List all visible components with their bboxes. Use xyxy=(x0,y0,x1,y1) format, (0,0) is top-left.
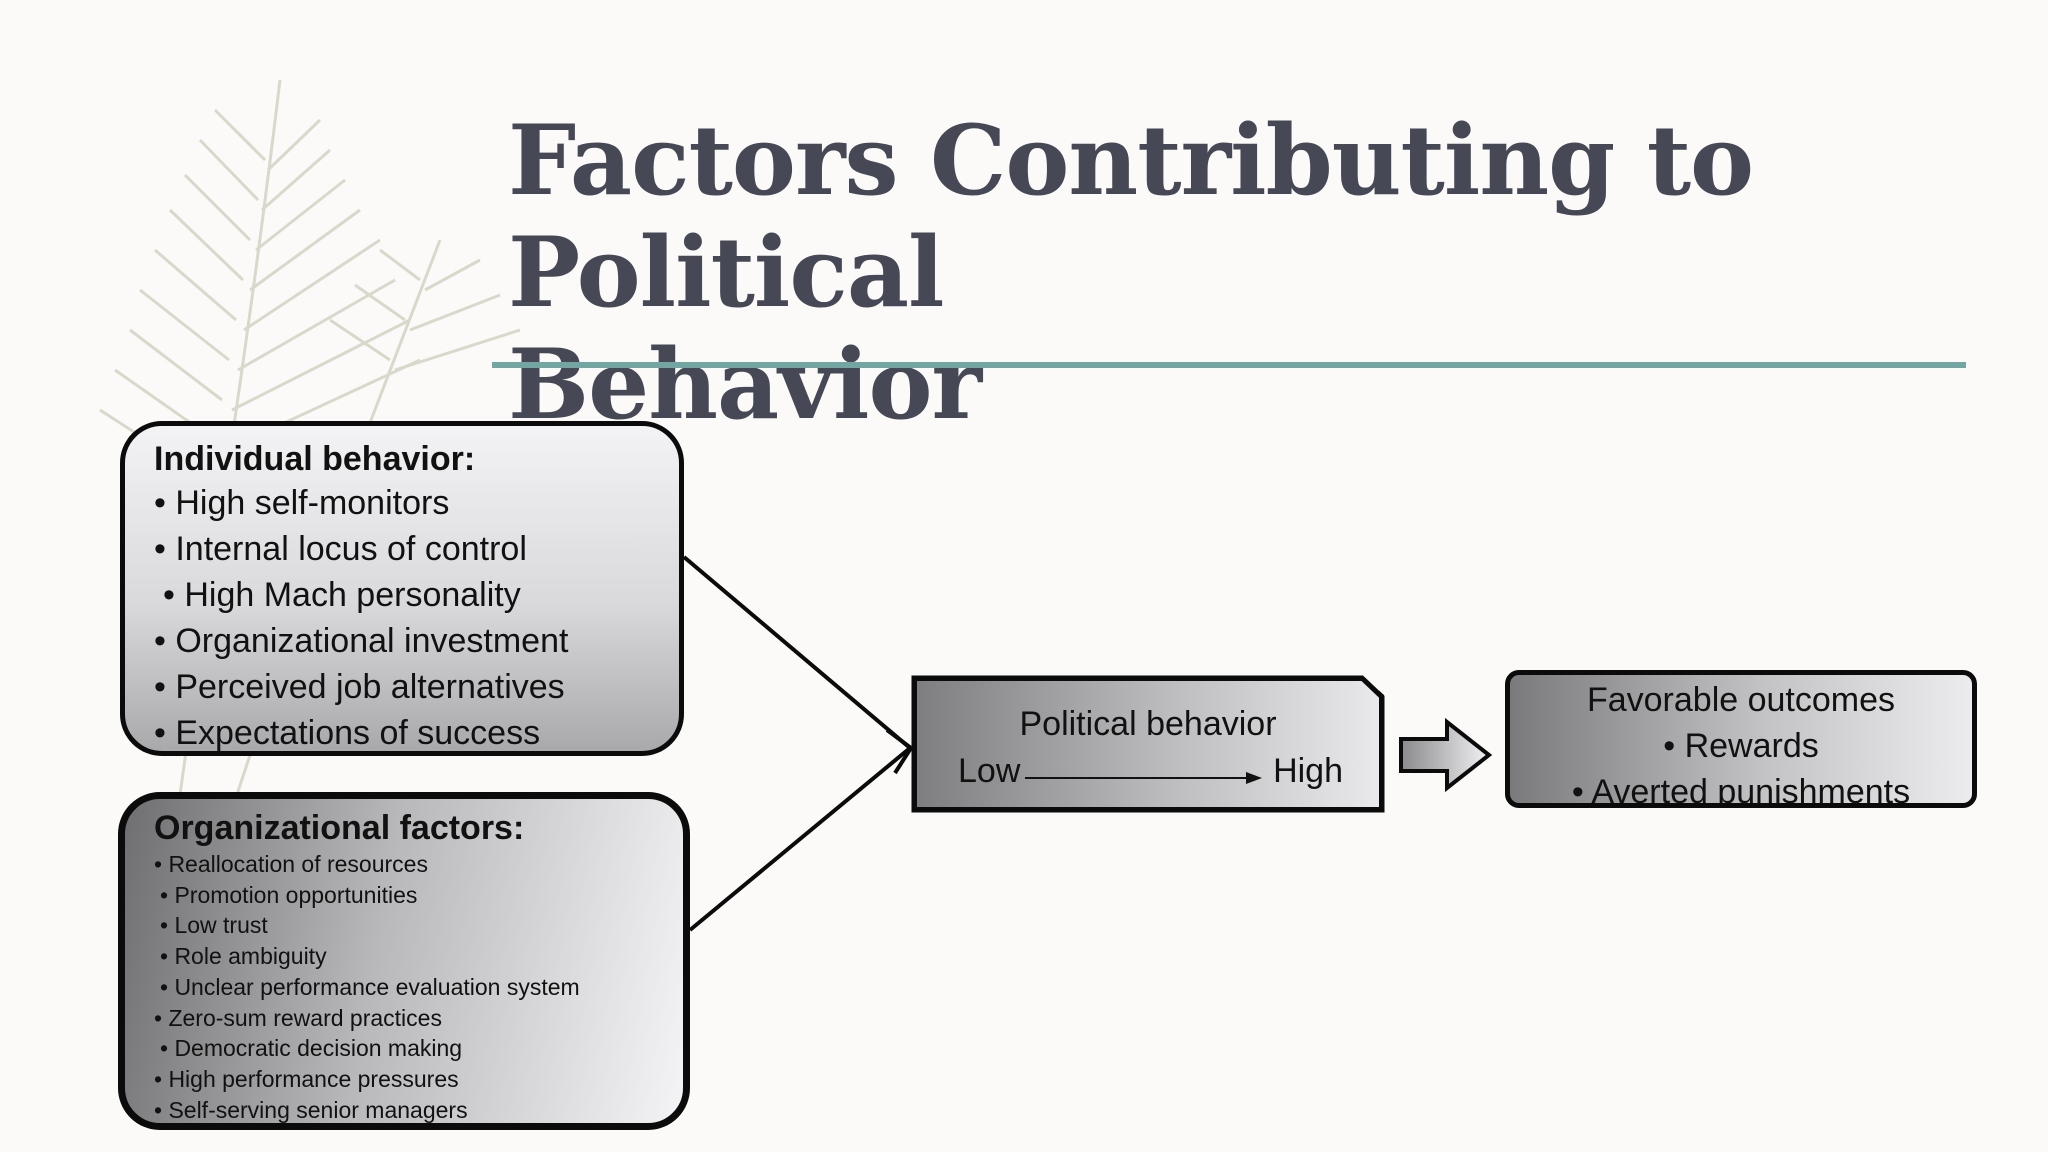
favorable-outcomes-box: Favorable outcomes • Rewards • Averted p… xyxy=(1505,670,1977,808)
scale-low-label: Low xyxy=(958,752,1021,790)
organizational-item: • Unclear performance evaluation system xyxy=(160,973,580,1000)
outcomes-item: • Averted punishments xyxy=(1571,773,1911,808)
political-title: Political behavior xyxy=(1019,705,1277,743)
organizational-item: • Self-serving senior managers xyxy=(154,1096,468,1123)
individual-item: • Perceived job alternatives xyxy=(154,668,565,706)
individual-item: • Organizational investment xyxy=(154,622,569,660)
title-divider xyxy=(492,362,1966,368)
organizational-item: • Low trust xyxy=(160,912,268,939)
page-title: Factors Contributing to Political Behavi… xyxy=(508,105,1988,441)
organizational-item: • Promotion opportunities xyxy=(160,881,418,908)
outcomes-title: Favorable outcomes xyxy=(1586,681,1896,719)
individual-item: • High Mach personality xyxy=(163,576,521,614)
organizational-item: • Reallocation of resources xyxy=(154,851,428,877)
organizational-heading: Organizational factors: xyxy=(154,809,525,847)
outcomes-item: • Rewards xyxy=(1663,727,1819,765)
scale-high-label: High xyxy=(1273,752,1343,790)
arrow-individual-to-political xyxy=(682,555,912,750)
individual-behavior-box: Individual behavior: • High self-monitor… xyxy=(120,421,684,756)
arrow-organizational-to-political xyxy=(688,746,912,932)
block-arrow-icon xyxy=(1399,717,1493,793)
organizational-item: • Democratic decision making xyxy=(160,1035,463,1062)
organizational-item: • Zero-sum reward practices xyxy=(154,1004,442,1031)
organizational-factors-box: Organizational factors: • Reallocation o… xyxy=(118,792,690,1130)
individual-item: • Expectations of success xyxy=(154,714,541,752)
individual-item: • High self-monitors xyxy=(154,484,450,522)
organizational-item: • Role ambiguity xyxy=(160,943,327,970)
scale-arrow-head-icon xyxy=(1246,772,1262,784)
individual-heading: Individual behavior: xyxy=(154,440,476,478)
individual-item: • Internal locus of control xyxy=(154,530,527,568)
title-line-1: Factors Contributing to Political xyxy=(508,104,1754,329)
organizational-item: • High performance pressures xyxy=(154,1065,459,1092)
arrow-head-icon xyxy=(885,728,914,775)
